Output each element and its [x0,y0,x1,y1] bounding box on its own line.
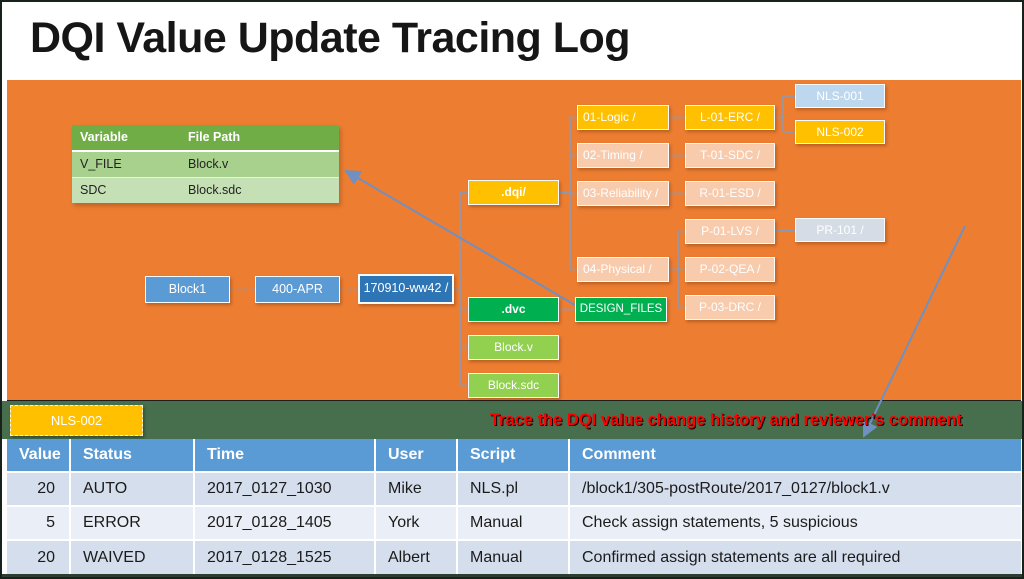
tree-node-p-03-drc: P-03-DRC / [685,295,775,320]
variable-cell: V_FILE [80,157,122,171]
table-row: 5 ERROR 2017_0128_1405 York Manual Check… [7,505,1021,540]
cell-value: 5 [7,505,71,540]
filepath-header-cell: File Path [188,130,241,144]
tree-node-dqi-folder: .dqi/ [468,180,559,205]
cell-script: Manual [457,505,570,540]
tree-node-design-files: DESIGN_FILES [575,297,667,322]
filepath-cell: Block.v [188,157,229,171]
header-user: User [375,439,458,472]
header-status: Status [70,439,195,472]
header-script: Script [457,439,570,472]
cell-user: Mike [375,471,458,506]
tree-node-t-01-sdc: T-01-SDC / [685,143,775,168]
tree-node-p-01-lvs: P-01-LVS / [685,219,775,244]
log-table-header-row: Value Status Time User Script Comment [7,439,1021,472]
variable-table-header: Variable File Path [72,125,339,152]
filepath-cell: Block.sdc [188,183,242,197]
nls-002-tag: NLS-002 [10,405,143,436]
tree-node-400-apr: 400-APR [255,276,340,303]
cell-comment: Check assign statements, 5 suspicious [569,505,1021,540]
trace-note: Trace the DQI value change history and r… [489,411,963,429]
variable-filepath-table: Variable File Path V_FILE Block.v SDC Bl… [72,125,339,203]
tree-node-dvc-folder: .dvc [468,297,559,322]
table-row: V_FILE Block.v [72,152,339,178]
cell-time: 2017_0127_1030 [194,471,376,506]
tree-node-01-logic: 01-Logic / [577,105,669,130]
cell-value: 20 [7,471,71,506]
page-title: DQI Value Update Tracing Log [30,14,631,62]
header-value: Value [7,439,71,472]
tree-node-l-01-erc: L-01-ERC / [685,105,775,130]
cell-status: ERROR [70,505,195,540]
tree-node-block-v: Block.v [468,335,559,360]
tree-node-170910-ww42: 170910-ww42 / [358,274,454,304]
tree-node-nls-001: NLS-001 [795,84,885,108]
tree-node-block-sdc: Block.sdc [468,373,559,398]
tree-node-pr-101: PR-101 / [795,218,885,242]
cell-time: 2017_0128_1405 [194,505,376,540]
table-row: SDC Block.sdc [72,178,339,203]
tree-node-nls-002: NLS-002 [795,120,885,144]
tree-node-p-02-qea: P-02-QEA / [685,257,775,282]
cell-status: AUTO [70,471,195,506]
cell-comment: /block1/305-postRoute/2017_0127/block1.v [569,471,1021,506]
cell-user: Albert [375,539,458,574]
variable-header-cell: Variable [80,130,128,144]
cell-user: York [375,505,458,540]
cell-value: 20 [7,539,71,574]
tree-node-block1: Block1 [145,276,230,303]
cell-script: NLS.pl [457,471,570,506]
table-row: 20 AUTO 2017_0127_1030 Mike NLS.pl /bloc… [7,471,1021,506]
variable-cell: SDC [80,183,107,197]
dqi-log-table: Value Status Time User Script Comment 20… [7,439,1021,574]
tree-node-02-timing: 02-Timing / [577,143,669,168]
bottom-border [2,574,1022,577]
cell-time: 2017_0128_1525 [194,539,376,574]
header-comment: Comment [569,439,1021,472]
cell-comment: Confirmed assign statements are all requ… [569,539,1021,574]
tree-node-03-reliability: 03-Reliability / [577,181,669,206]
tree-node-r-01-esd: R-01-ESD / [685,181,775,206]
table-row: 20 WAIVED 2017_0128_1525 Albert Manual C… [7,539,1021,574]
cell-status: WAIVED [70,539,195,574]
annotation-strip [2,401,1022,439]
tree-node-04-physical: 04-Physical / [577,257,669,282]
header-time: Time [194,439,376,472]
cell-script: Manual [457,539,570,574]
